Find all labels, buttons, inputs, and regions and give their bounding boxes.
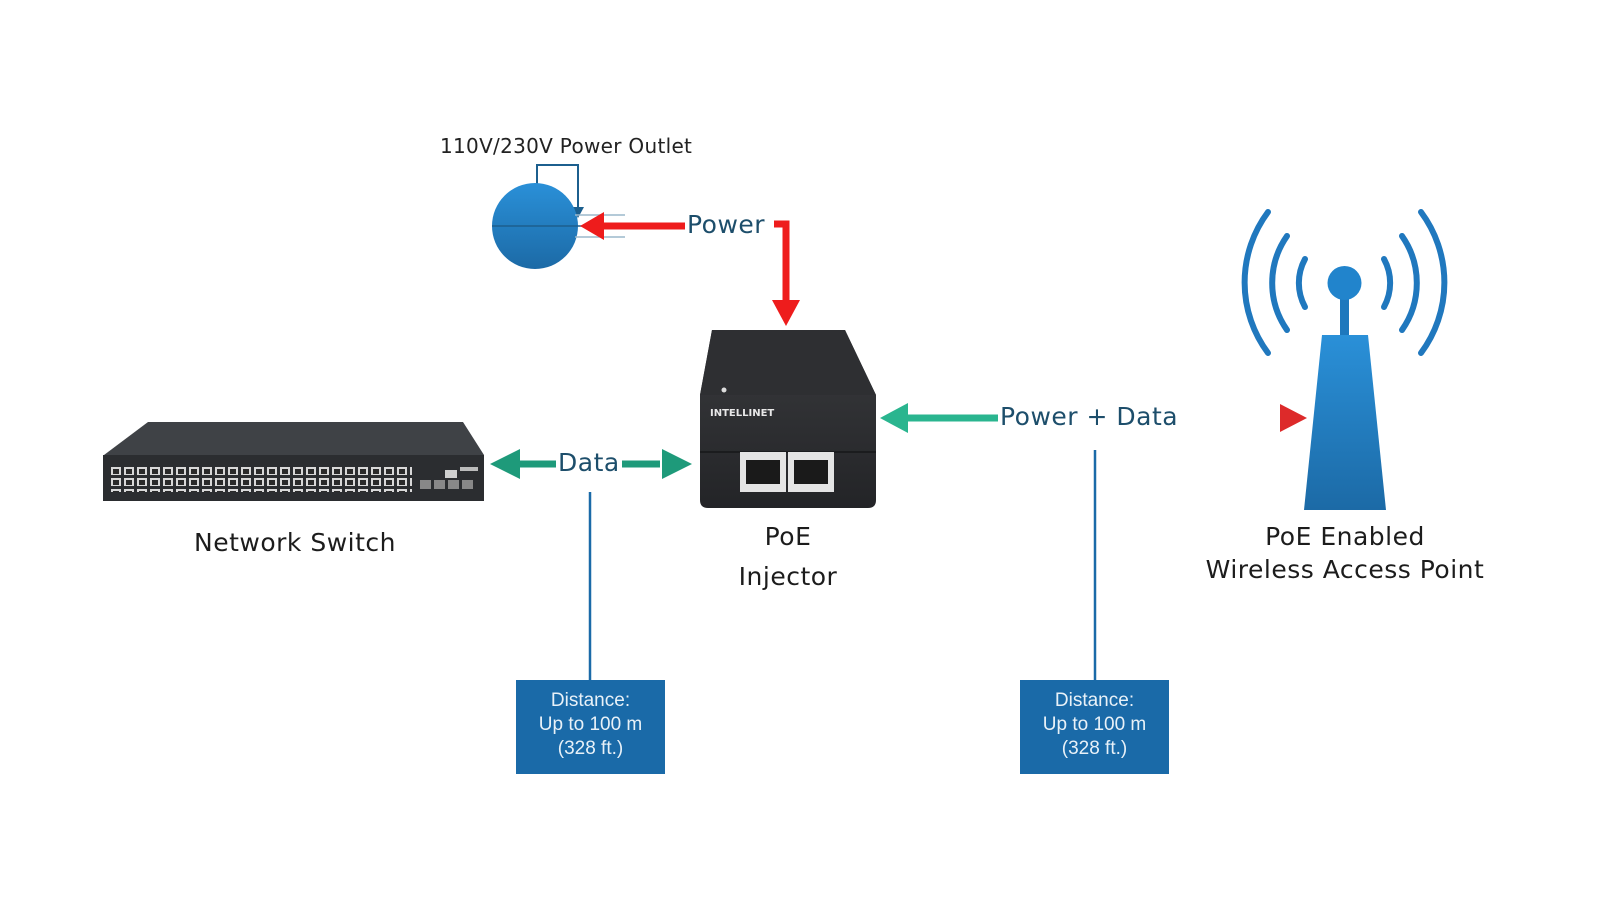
wireless-access-point-icon: [1241, 209, 1448, 510]
access-point-label-line2: Wireless Access Point: [1205, 555, 1485, 584]
distance-box-title: Distance:: [1054, 690, 1135, 711]
data-flow-label: Data: [556, 448, 622, 477]
injector-brand: INTELLINET: [710, 408, 774, 419]
power-flow-label: Power: [685, 210, 768, 239]
poe-injector-label-line1: PoE: [764, 522, 812, 551]
power-outlet-icon: [492, 164, 625, 269]
distance-box-feet: (328 ft.): [1061, 738, 1128, 759]
power-data-flow-label: Power + Data: [998, 402, 1181, 431]
distance-box-right: Distance: Up to 100 m (328 ft.): [1020, 680, 1169, 774]
access-point-label: PoE Enabled Wireless Access Point: [1160, 520, 1530, 586]
access-point-label-line1: PoE Enabled: [1265, 522, 1425, 551]
power-arrow: [580, 212, 800, 326]
poe-injector-label-line2: Injector: [738, 562, 838, 591]
distance-box-meters: Up to 100 m: [538, 714, 643, 735]
distance-box-left: Distance: Up to 100 m (328 ft.): [516, 680, 665, 774]
power-data-arrow: [880, 403, 1307, 433]
power-outlet-label: 110V/230V Power Outlet: [440, 134, 693, 158]
poe-injector-label: PoE Injector: [708, 520, 868, 593]
poe-injector-image: INTELLINET: [700, 330, 876, 508]
network-switch-image: [103, 422, 484, 501]
distance-box-feet: (328 ft.): [557, 738, 624, 759]
network-switch-label: Network Switch: [194, 528, 396, 557]
distance-box-meters: Up to 100 m: [1042, 714, 1147, 735]
distance-box-title: Distance:: [550, 690, 631, 711]
